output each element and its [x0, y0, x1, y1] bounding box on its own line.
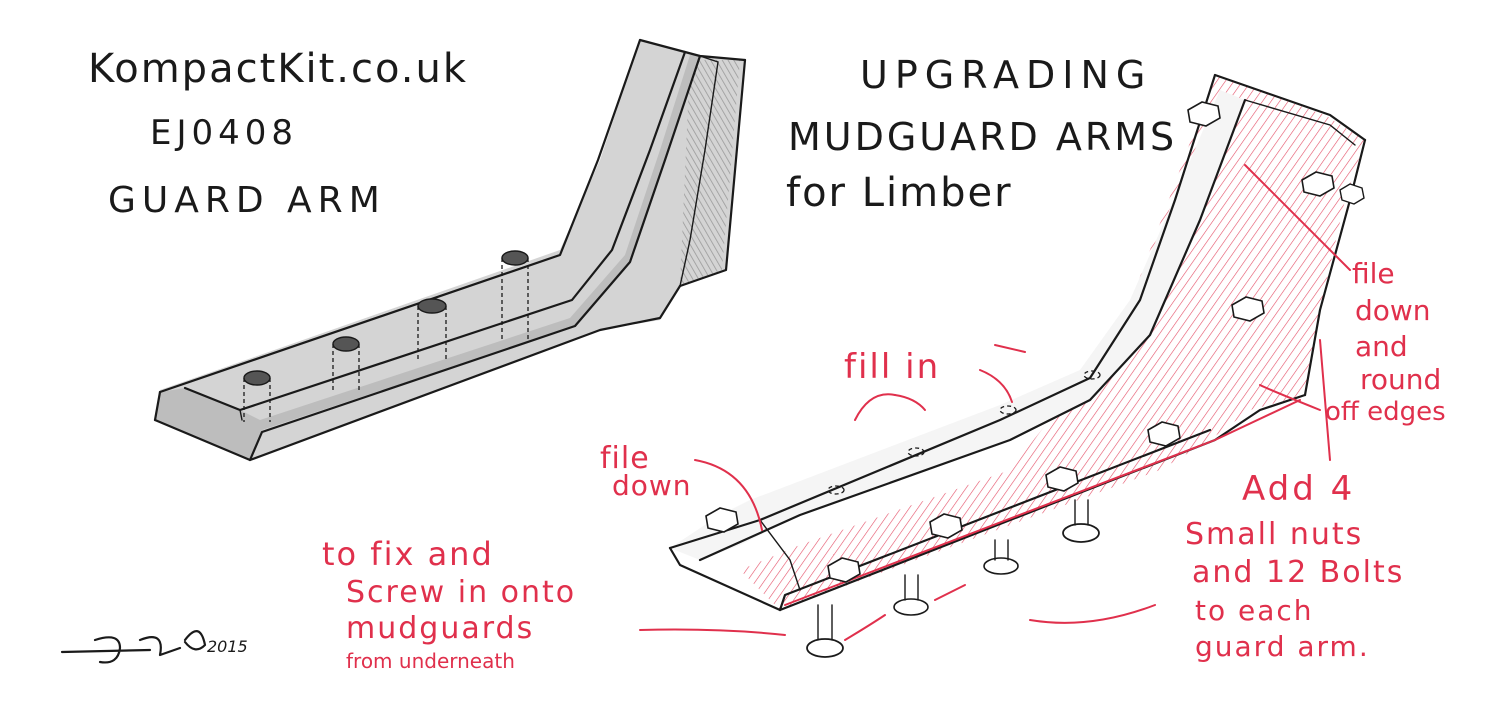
artist-signature: 2015 — [60, 630, 248, 664]
fix-note-line2: Screw in onto — [346, 575, 576, 610]
file-down-right-line1: file — [1352, 257, 1395, 290]
file-down-right-line2: down — [1355, 294, 1431, 327]
add-parts-line4: to each — [1195, 594, 1314, 627]
file-down-left-arrow — [694, 459, 763, 531]
fill-in-note: fill in — [844, 344, 1026, 421]
file-down-right-line3: and — [1355, 330, 1408, 363]
title-mudguard-arms: MUDGUARD ARMS — [788, 115, 1177, 159]
bolt-head — [827, 557, 861, 583]
part-name-text: GUARD ARM — [108, 180, 386, 221]
bolt-head — [1231, 296, 1265, 322]
bolt-head — [1045, 466, 1079, 492]
filled-hole-marks — [827, 370, 1101, 495]
add-parts-line3: and 12 Bolts — [1192, 555, 1404, 590]
file-down-right-line5: off edges — [1325, 397, 1446, 427]
bolt-heads — [705, 101, 1365, 583]
fix-note-arrow-3 — [934, 584, 966, 601]
file-down-left-line1: file — [600, 441, 650, 476]
part-code-text: EJ0408 — [150, 113, 298, 153]
from-underneath-label: from underneath — [346, 649, 515, 673]
bolt-shanks — [806, 499, 1100, 658]
fix-note-arrow-1 — [639, 628, 786, 636]
fill-in-arrow-3 — [979, 369, 1013, 403]
bolt-head — [1339, 183, 1365, 205]
file-down-right-arrow-3 — [1319, 339, 1331, 461]
fix-note-arrow-2 — [844, 614, 886, 641]
fill-in-arrow-2 — [894, 394, 926, 411]
file-down-left-note: file down — [600, 441, 763, 531]
add-parts-line5: guard arm. — [1195, 630, 1370, 663]
signature-scribble — [60, 630, 207, 664]
signature-year: 2015 — [207, 637, 248, 656]
bolt-head — [929, 513, 963, 539]
fill-in-arrow-1 — [854, 393, 896, 421]
file-down-left-line2: down — [612, 469, 692, 502]
add-parts-note: Add 4 Small nuts and 12 Bolts to each gu… — [1029, 469, 1404, 663]
fill-in-label: fill in — [844, 347, 940, 387]
bolt-head — [705, 507, 739, 533]
bolt-head — [1147, 421, 1181, 447]
fix-note-line1: to fix and — [322, 535, 494, 573]
file-down-right-note: file down and round off edges — [1244, 164, 1446, 461]
guard-arm-sketch-upgraded — [668, 73, 1367, 658]
fix-note-line3: mudguards — [346, 611, 534, 646]
fix-note: to fix and Screw in onto mudguards from … — [322, 535, 966, 673]
title-upgrading: UPGRADING — [860, 53, 1152, 97]
bolt-head — [1187, 101, 1221, 127]
add-parts-line2: Small nuts — [1185, 517, 1363, 552]
bolt-head — [1301, 171, 1335, 197]
file-down-right-arrow-1 — [1244, 164, 1351, 271]
add-parts-arrow — [1029, 604, 1156, 624]
add-parts-line1: Add 4 — [1242, 469, 1355, 509]
guard-arm-sketch-original — [153, 38, 747, 462]
stud-holes — [243, 250, 529, 422]
title-for-limber: for Limber — [786, 170, 1013, 216]
file-down-right-line4: round — [1360, 363, 1441, 396]
brand-text: KompactKit.co.uk — [88, 46, 468, 92]
file-down-right-arrow-2 — [1259, 384, 1321, 411]
fill-in-arrow-4 — [994, 344, 1026, 353]
